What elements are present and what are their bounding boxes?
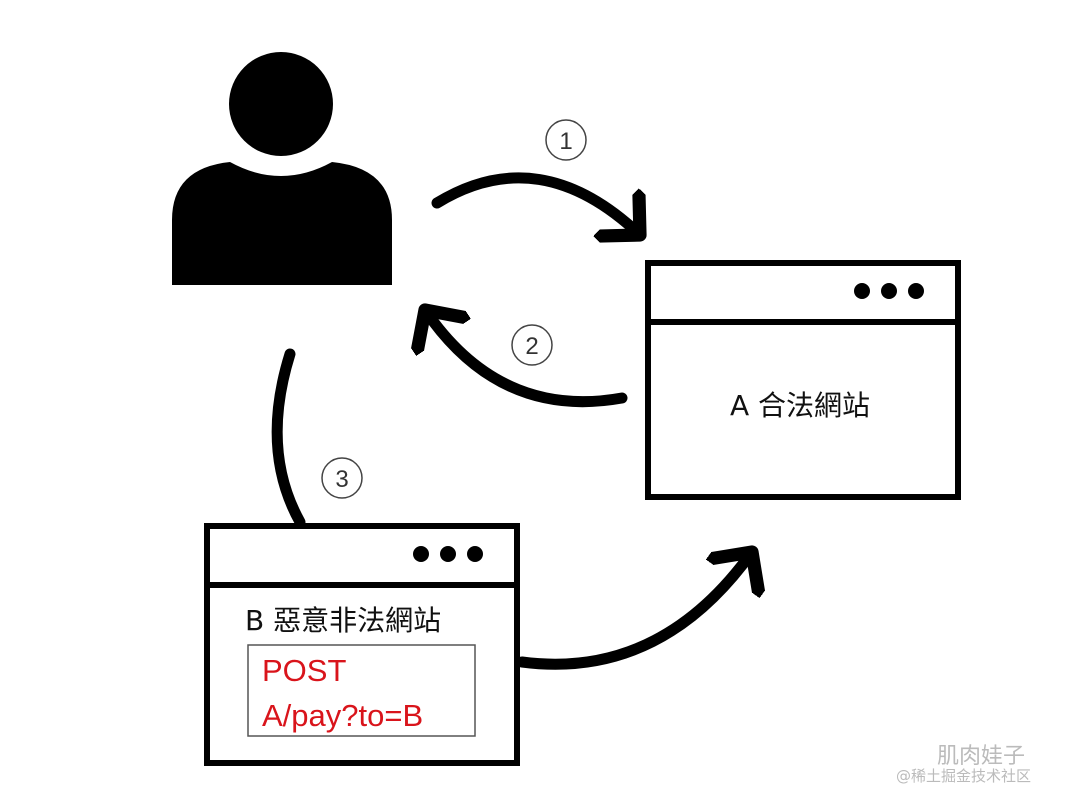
watermark-author: 肌肉娃子 (937, 744, 1025, 769)
window-dot-icon (440, 546, 456, 562)
watermark-site: @稀土掘金技术社区 (896, 767, 1031, 785)
window-dot-icon (467, 546, 483, 562)
step-3-badge: 3 (321, 457, 363, 499)
site-a-window: A 合法網站 (645, 260, 961, 500)
user-icon (172, 52, 392, 285)
step-2-label: 2 (525, 333, 538, 360)
step-1-label: 1 (559, 128, 572, 155)
window-dot-icon (413, 546, 429, 562)
window-dot-icon (881, 283, 897, 299)
request-method: POST (262, 653, 346, 688)
arrow-4 (516, 552, 752, 670)
window-dot-icon (854, 283, 870, 299)
window-dot-icon (908, 283, 924, 299)
line-3 (271, 348, 306, 528)
request-url: A/pay?to=B (262, 698, 423, 733)
arrow-1 (431, 172, 640, 235)
watermark: 肌肉娃子 @稀土掘金技术社区 (896, 744, 1031, 785)
arrow-2 (425, 310, 628, 408)
site-b-window: B 惡意非法網站 POST A/pay?to=B (204, 523, 520, 766)
site-b-label: B 惡意非法網站 (245, 604, 441, 637)
site-a-label: A 合法網站 (730, 389, 870, 422)
step-3-label: 3 (335, 466, 348, 493)
step-1-badge: 1 (545, 119, 587, 161)
step-2-badge: 2 (511, 324, 553, 366)
request-box (247, 644, 476, 737)
